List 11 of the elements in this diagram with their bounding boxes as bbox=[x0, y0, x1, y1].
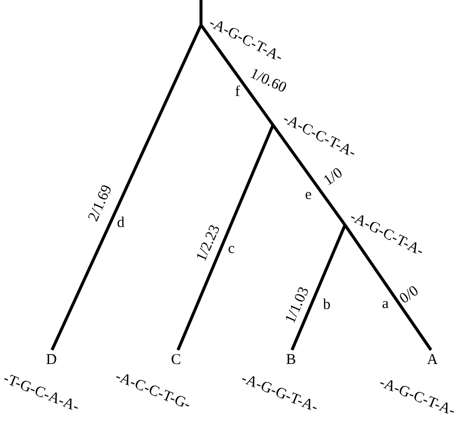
taxon-label: C bbox=[171, 352, 182, 368]
taxon-label: D bbox=[46, 352, 57, 368]
branch-line bbox=[344, 224, 432, 351]
branch-line bbox=[200, 24, 274, 126]
branch-line bbox=[176, 124, 274, 351]
taxon-label: B bbox=[286, 352, 296, 368]
taxon-label: A bbox=[427, 352, 438, 368]
branch-line bbox=[272, 124, 346, 226]
branch-line bbox=[50, 24, 202, 351]
branch-line bbox=[290, 224, 346, 351]
branch-line bbox=[200, 0, 202, 25]
